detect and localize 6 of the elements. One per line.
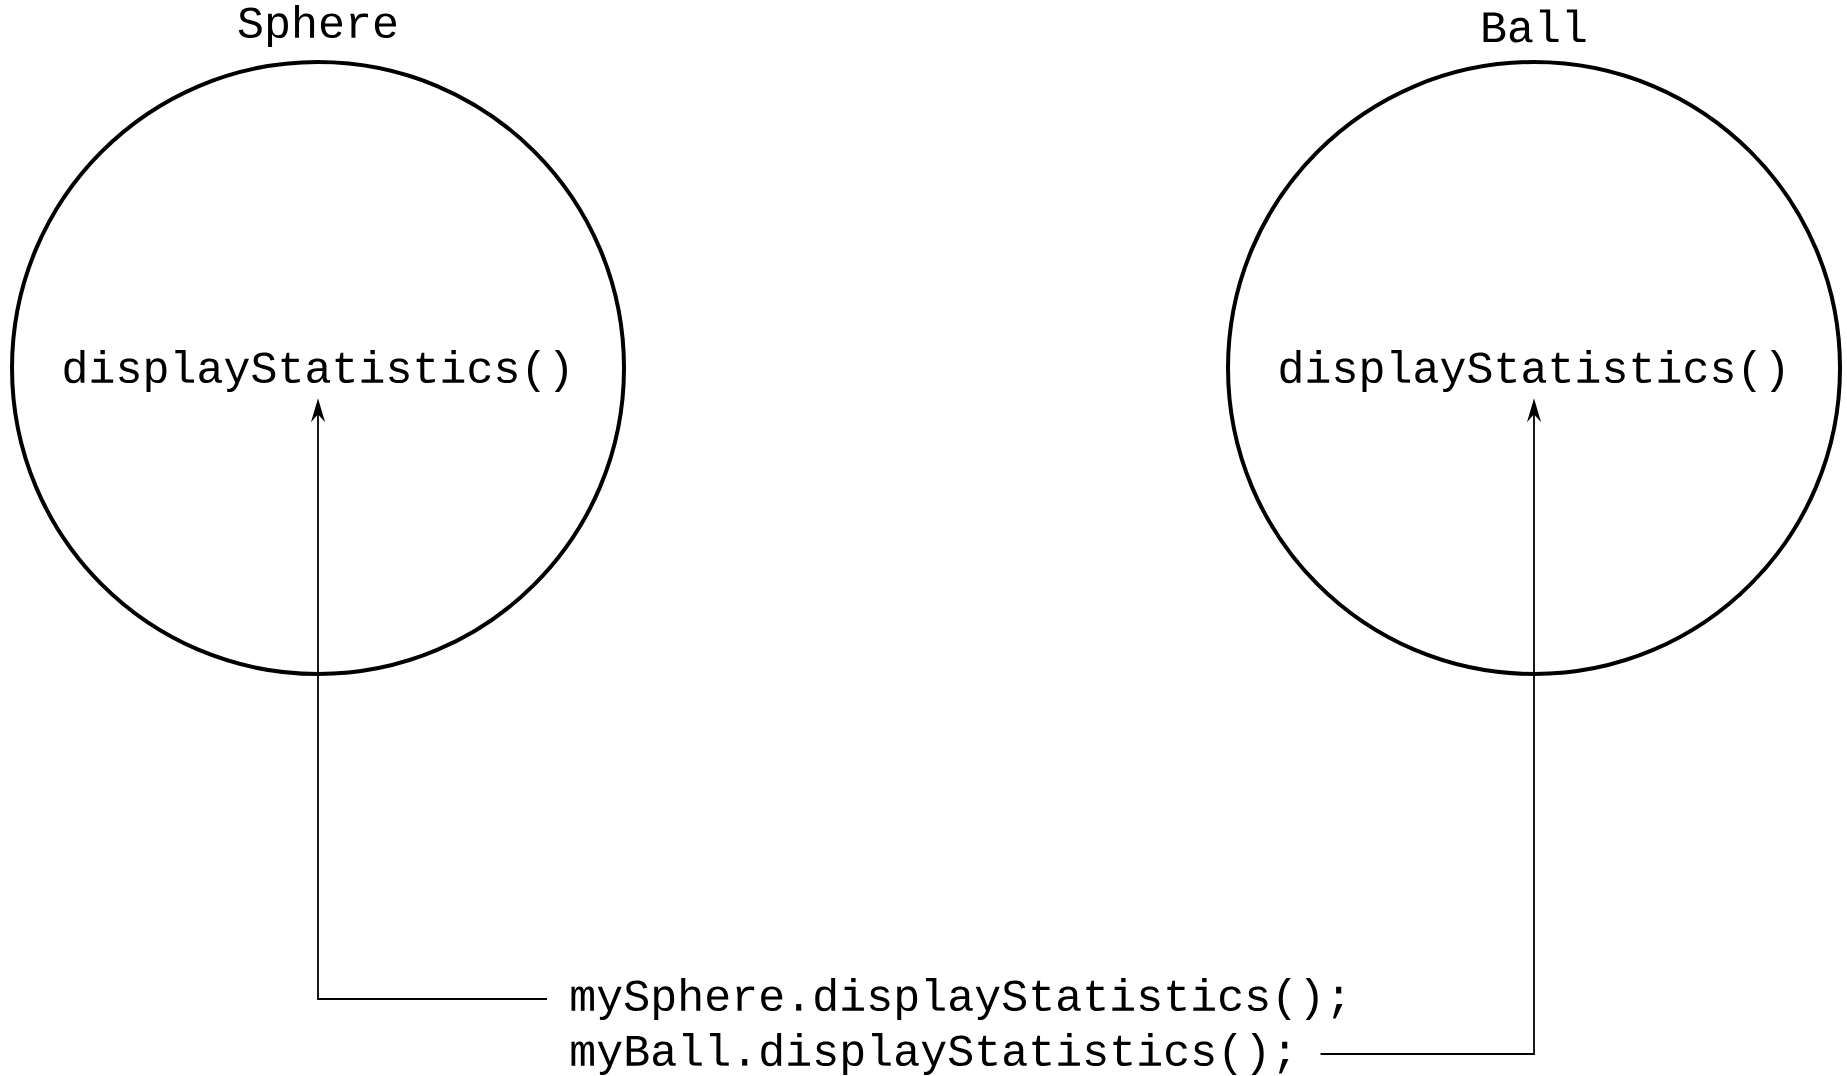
circle-title: Ball — [1483, 9, 1586, 43]
method-label: displayStatistics() — [64, 350, 567, 392]
circle-title: Sphere — [238, 5, 397, 47]
code-line: myBall.displayStatistics(); — [571, 1033, 1289, 1075]
code-line: mySphere.displayStatistics(); — [571, 978, 1343, 1020]
method-label: displayStatistics() — [1280, 350, 1783, 392]
